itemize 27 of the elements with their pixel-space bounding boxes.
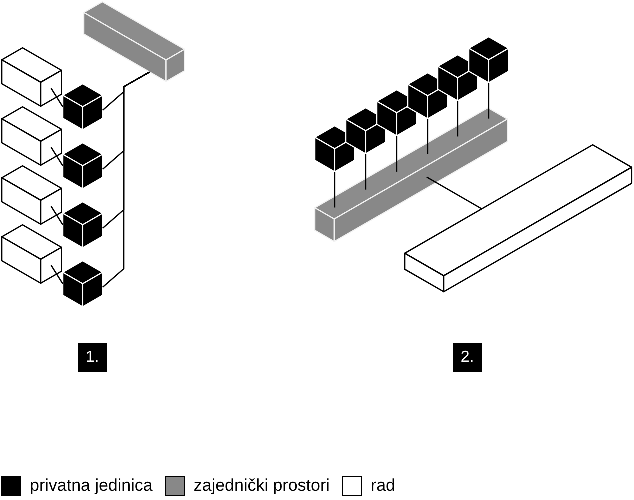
connector-line xyxy=(50,265,64,284)
figure-number: 1. xyxy=(78,343,107,372)
bar-block xyxy=(314,107,509,243)
box-block xyxy=(1,224,63,284)
legend-label: privatna jedinica xyxy=(30,476,153,496)
legend-label: zajednički prostori xyxy=(194,476,330,496)
cube-block xyxy=(468,36,510,84)
connector-line xyxy=(457,101,459,137)
connector-line xyxy=(50,147,64,166)
connector-line xyxy=(488,83,490,119)
bar-block xyxy=(83,1,186,83)
connector-line xyxy=(50,88,64,108)
connector-line xyxy=(50,206,64,226)
box-block xyxy=(1,106,63,166)
legend-label: rad xyxy=(370,476,396,496)
connector-line xyxy=(334,172,336,208)
cube-block xyxy=(62,201,104,249)
cube-block xyxy=(62,260,104,308)
figure-number: 2. xyxy=(453,343,482,372)
box-block xyxy=(1,165,63,226)
connector-line xyxy=(365,154,367,190)
cube-block xyxy=(62,142,104,190)
box-block xyxy=(1,47,63,108)
cube-block xyxy=(62,83,104,131)
box-block xyxy=(404,144,633,293)
connector-line xyxy=(427,119,429,154)
connector-line xyxy=(396,136,398,172)
